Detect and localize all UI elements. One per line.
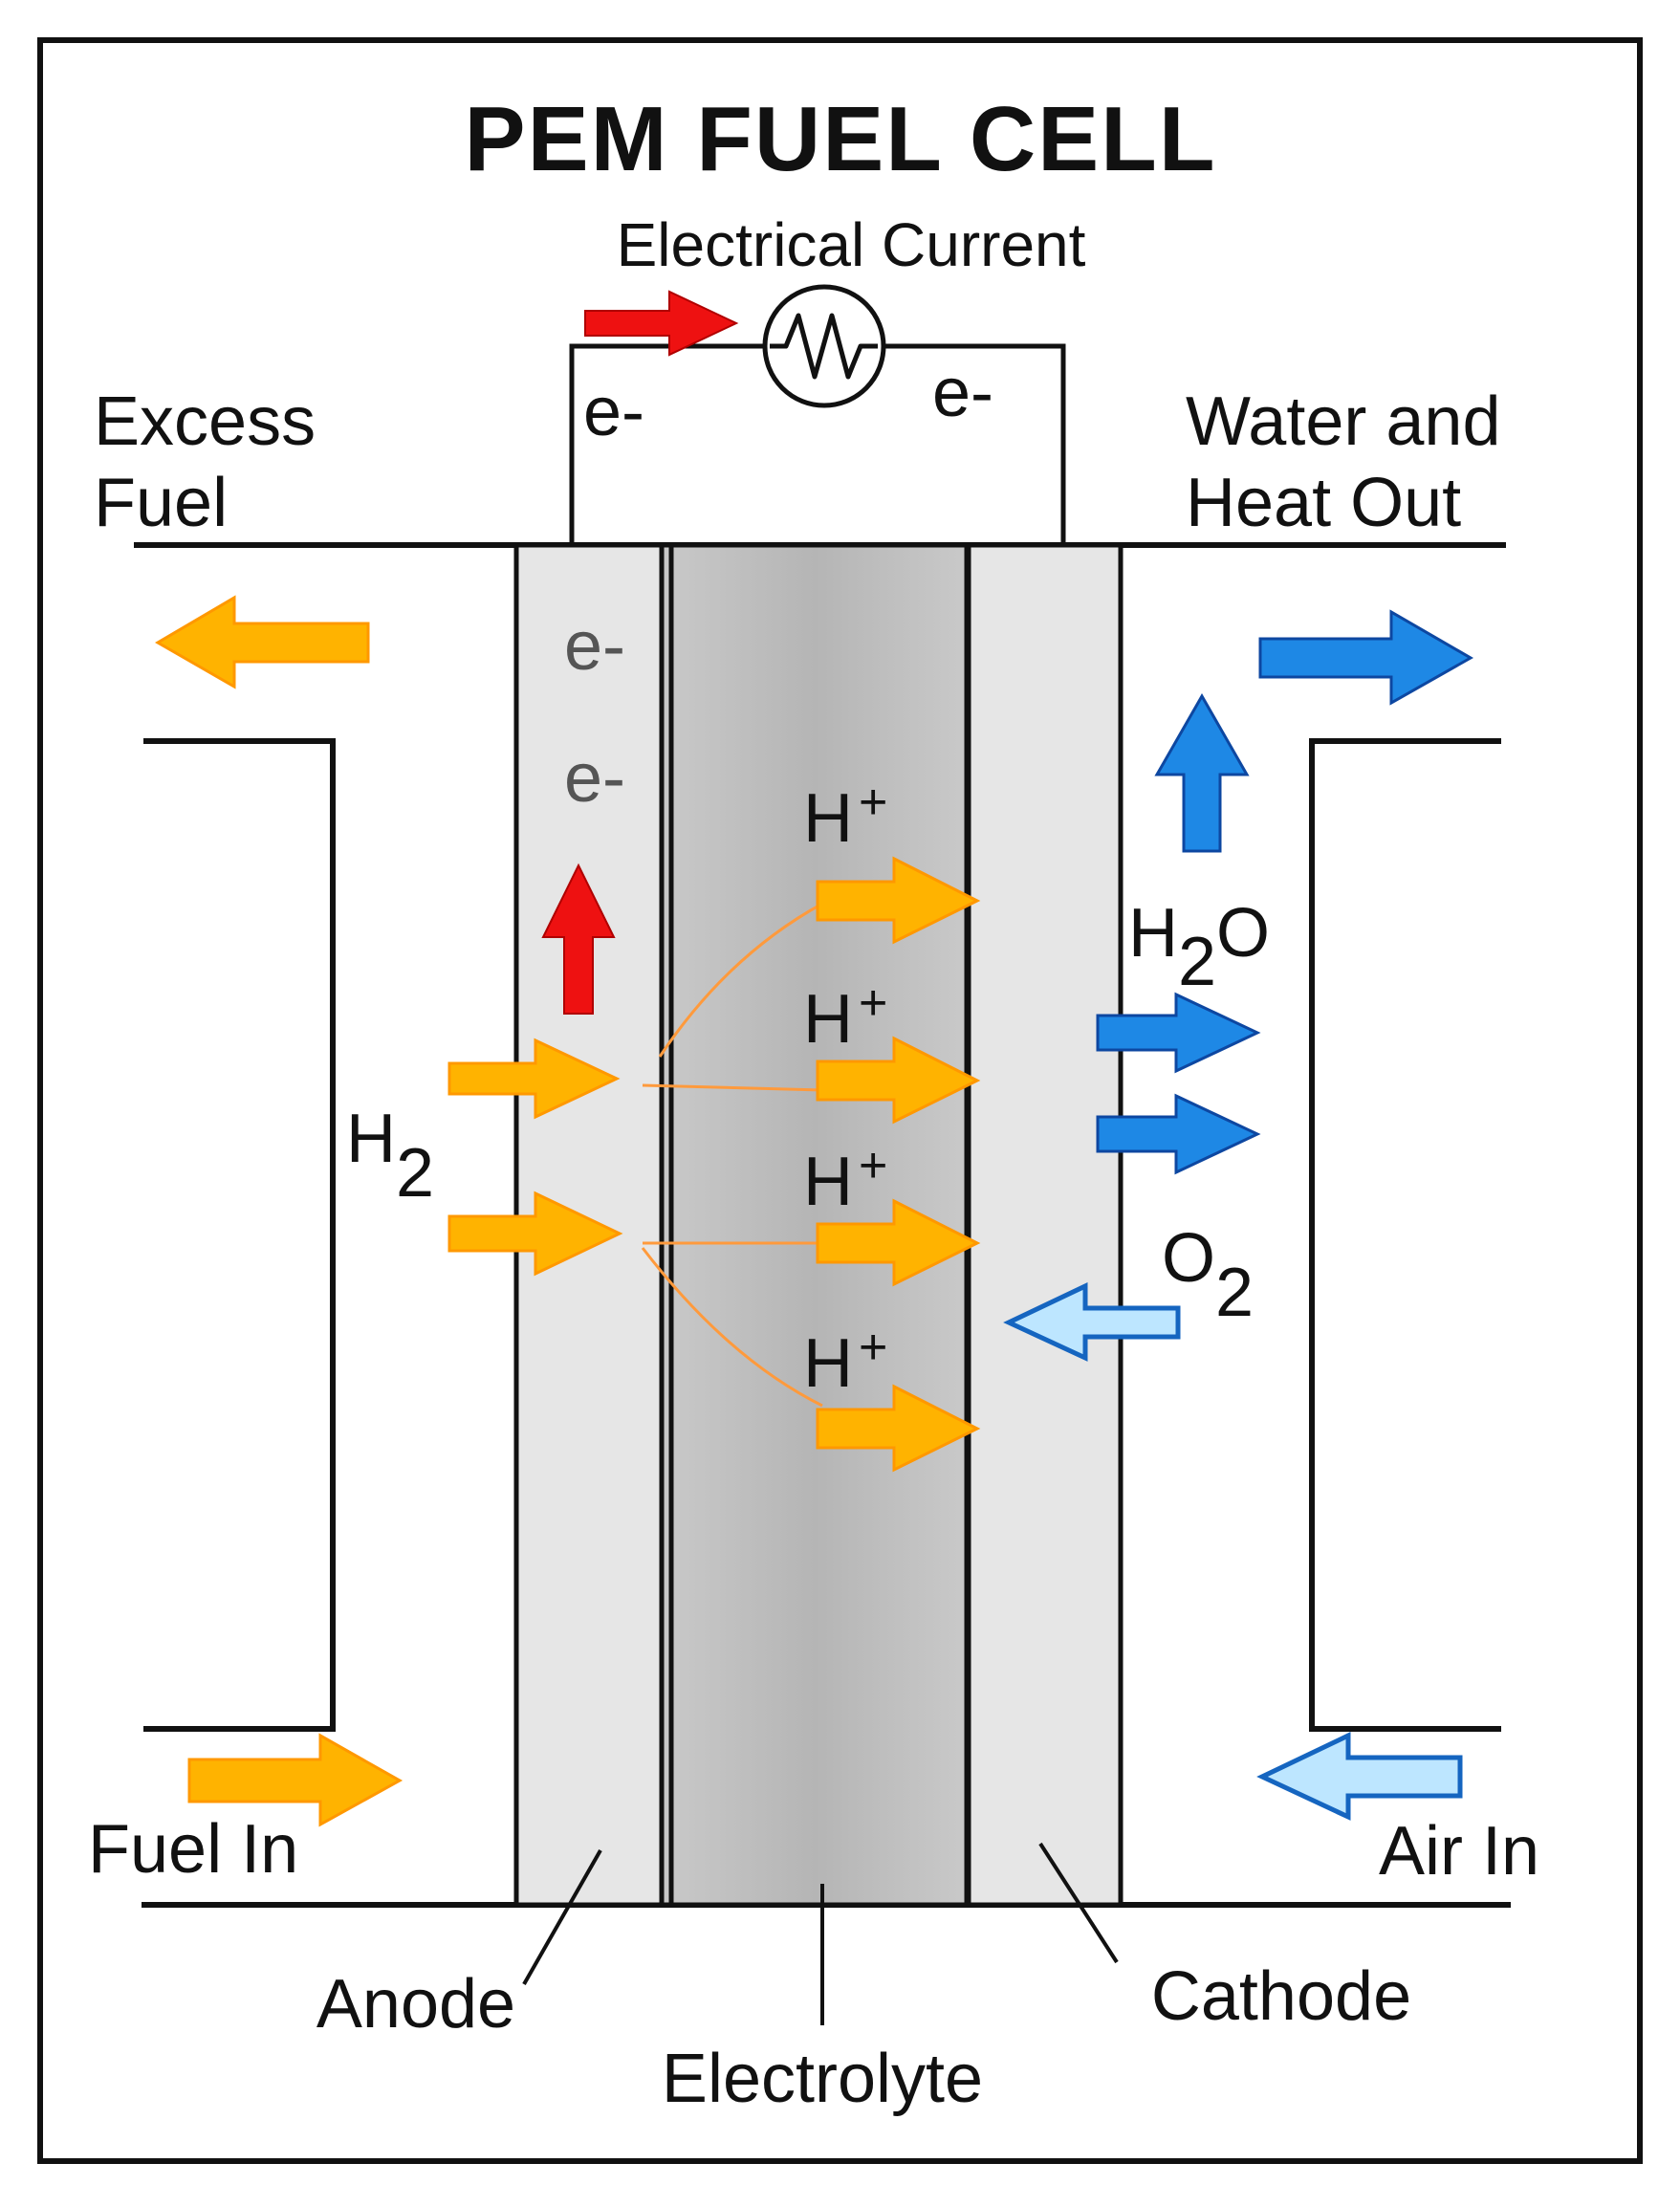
- air-in-arrow-icon: [1256, 1732, 1463, 1821]
- water-arrow-upper-icon: [1096, 992, 1261, 1074]
- proton-label-2: H+: [803, 975, 887, 1058]
- cathode-label: Cathode: [1151, 1958, 1411, 2035]
- electrical-current-label: Electrical Current: [617, 210, 1086, 279]
- proton-path-lines: [641, 902, 823, 1408]
- o2-label: O2: [1162, 1220, 1254, 1331]
- electron-arrow-icon: [541, 863, 616, 1015]
- h2o-label: H2O: [1128, 895, 1270, 1000]
- proton-arrow-2-icon: [816, 1036, 981, 1125]
- electron-label-wire-left: e-: [583, 374, 644, 450]
- electron-arrow-icon: [584, 290, 739, 357]
- water-heat-out-label-line1: Water and: [1186, 383, 1500, 460]
- fuel-arrows: [155, 595, 981, 1827]
- h2-label: H2: [346, 1101, 434, 1212]
- excess-fuel-arrow-icon: [155, 595, 370, 689]
- current-arrow-icon: [584, 290, 739, 357]
- electron-label-anode-2: e-: [564, 740, 625, 817]
- air-channel-wall: [1309, 738, 1501, 1732]
- air-arrows: [1003, 1282, 1463, 1821]
- water-up-arrow-icon: [1154, 692, 1250, 853]
- proton-label-4: H+: [803, 1320, 887, 1402]
- water-out-arrow-icon: [1258, 609, 1474, 706]
- water-heat-out-label-line2: Heat Out: [1186, 465, 1461, 541]
- fuel-channel-wall: [143, 738, 336, 1732]
- anode-label: Anode: [316, 1966, 515, 2043]
- excess-fuel-label-line2: Fuel: [94, 465, 228, 541]
- proton-label-3: H+: [803, 1138, 887, 1220]
- h2-arrow-lower-icon: [447, 1191, 623, 1277]
- cathode-leader-line: [1038, 1842, 1119, 1964]
- excess-fuel-label-line1: Excess: [94, 383, 316, 460]
- proton-arrow-4-icon: [816, 1384, 981, 1473]
- proton-arrow-1-icon: [816, 856, 981, 945]
- electrolyte-label: Electrolyte: [662, 2041, 983, 2117]
- o2-arrow-icon: [1003, 1282, 1181, 1362]
- electron-label-wire-right: e-: [932, 355, 993, 431]
- air-in-label: Air In: [1379, 1813, 1539, 1890]
- external-circuit-wire: [569, 343, 765, 543]
- load-resistor-icon: [762, 284, 886, 408]
- external-circuit-wire-right: [884, 343, 1066, 543]
- anode-leader-line: [522, 1849, 602, 1985]
- electron-label-anode-1: e-: [564, 608, 625, 685]
- fuel-in-arrow-icon: [187, 1733, 404, 1827]
- cathode-layer: [965, 542, 1124, 1908]
- fuel-in-label: Fuel In: [88, 1811, 298, 1888]
- diagram-title: PEM FUEL CELL: [465, 88, 1217, 190]
- proton-label-1: H+: [803, 775, 887, 857]
- water-arrow-lower-icon: [1096, 1093, 1261, 1175]
- water-arrows: [1096, 609, 1474, 1175]
- proton-arrow-3-icon: [816, 1198, 981, 1287]
- h2-arrow-upper-icon: [447, 1038, 621, 1120]
